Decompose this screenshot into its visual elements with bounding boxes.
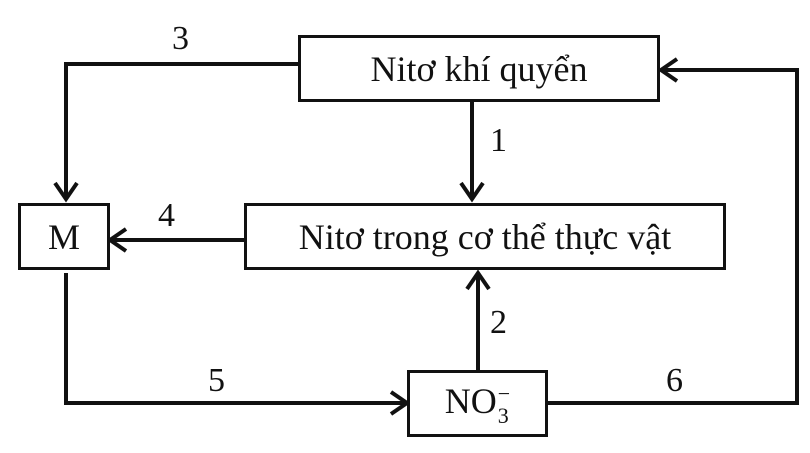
- arrow-6-line: [548, 68, 799, 405]
- atmospheric-nitrogen-box: Nitơ khí quyển: [298, 35, 660, 102]
- plant-nitrogen-box: Nitơ trong cơ thể thực vật: [244, 203, 726, 270]
- m-box: M: [18, 203, 110, 270]
- m-label: M: [47, 216, 80, 257]
- arrow-4-label: 4: [158, 197, 175, 234]
- arrow-2-label: 2: [490, 304, 507, 341]
- atmospheric-nitrogen-label: Nitơ khí quyển: [370, 48, 588, 89]
- arrow-2-head: [465, 269, 491, 291]
- arrow-3-line: [64, 62, 298, 196]
- arrow-4-head: [106, 227, 128, 253]
- nitrate-box: NO−3: [407, 370, 548, 437]
- arrow-6-label: 6: [666, 362, 683, 399]
- nitrate-superscript: −: [497, 380, 511, 406]
- nitrate-subscript: 3: [497, 402, 509, 428]
- arrow-6-head: [657, 57, 679, 83]
- arrow-5-label: 5: [208, 362, 225, 399]
- arrow-5-line: [64, 273, 404, 405]
- arrow-3-label: 3: [172, 20, 189, 57]
- nitrate-label: NO−3: [445, 380, 510, 427]
- nitrate-base: NO: [444, 381, 497, 422]
- arrow-3-head: [53, 181, 79, 203]
- arrow-1-head: [459, 181, 485, 203]
- arrow-1-label: 1: [490, 122, 507, 159]
- plant-nitrogen-label: Nitơ trong cơ thể thực vật: [298, 216, 672, 257]
